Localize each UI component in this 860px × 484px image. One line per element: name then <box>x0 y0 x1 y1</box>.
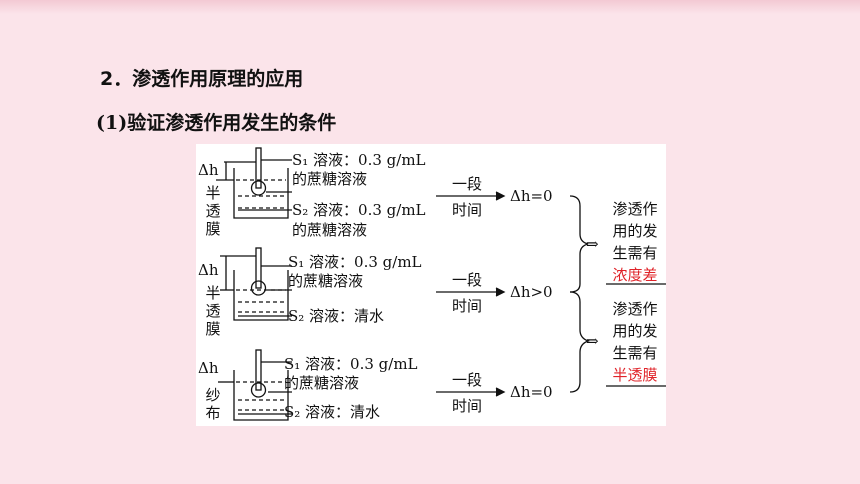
time-arrows <box>436 191 506 397</box>
beaker-1 <box>216 147 292 219</box>
result-1: Δh=0 <box>510 187 553 205</box>
row3-s1-line2: 的蔗糖溶液 <box>284 374 360 392</box>
conclusion-1-line: 用的发 <box>612 222 658 240</box>
arrow2-bottom-label: 时间 <box>452 297 483 315</box>
membrane-label-2-char: 膜 <box>205 320 221 338</box>
conclusion-1-highlight: 浓度差 <box>612 266 658 284</box>
implies-symbol-1: ⇒ <box>586 235 599 253</box>
membrane-label-2: 半 透 膜 <box>204 284 222 338</box>
implies-symbol-2: ⇒ <box>586 332 599 350</box>
row1-s2-line1: S₂ 溶液：0.3 g/mL <box>292 201 426 219</box>
membrane-label-3: 纱 布 <box>204 386 222 422</box>
row2-s2-line1: S₂ 溶液：清水 <box>288 307 385 325</box>
arrow1-top-label: 一段 <box>452 175 483 193</box>
brace-upper <box>569 195 589 293</box>
dh-label-1: Δh <box>198 161 219 179</box>
conclusion-2: 渗透作 用的发 生需有 半透膜 <box>600 298 670 386</box>
membrane-label-1-char: 半 <box>205 184 221 202</box>
membrane-label-1-char: 膜 <box>205 220 221 238</box>
brace-lower <box>569 291 590 393</box>
membrane-label-2-char: 透 <box>205 302 221 320</box>
beaker-2 <box>220 247 292 321</box>
dh-label-3: Δh <box>198 359 219 377</box>
osmosis-experiment-figure: Δh Δh Δh 半 透 膜 半 透 膜 纱 布 S₁ 溶液：0.3 g/mL … <box>196 144 666 426</box>
membrane-label-1: 半 透 膜 <box>204 184 222 238</box>
arrow3-top-label: 一段 <box>452 371 483 389</box>
membrane-label-1-char: 透 <box>205 202 221 220</box>
dh-label-2: Δh <box>198 261 219 279</box>
membrane-label-2-char: 半 <box>205 284 221 302</box>
section-heading: 2．渗透作用原理的应用 <box>100 68 304 90</box>
subsection-heading: (1)验证渗透作用发生的条件 <box>96 112 337 134</box>
beaker-3 <box>218 349 292 421</box>
conclusion-1-line: 渗透作 <box>612 200 658 218</box>
row1-s1-line1: S₁ 溶液：0.3 g/mL <box>292 151 426 169</box>
top-decoration-strip <box>0 0 860 14</box>
figure-drawing <box>216 147 666 421</box>
conclusion-1-line: 生需有 <box>612 244 658 262</box>
result-2: Δh>0 <box>510 283 553 301</box>
conclusion-1: 渗透作 用的发 生需有 浓度差 <box>600 198 670 286</box>
conclusion-2-line: 渗透作 <box>612 300 658 318</box>
arrow1-bottom-label: 时间 <box>452 201 483 219</box>
row1-s2-line2: 的蔗糖溶液 <box>292 221 368 239</box>
row3-s2-line1: S₂ 溶液：清水 <box>284 403 381 421</box>
row2-s1-line1: S₁ 溶液：0.3 g/mL <box>288 253 422 271</box>
membrane-label-3-char: 纱 <box>205 386 221 404</box>
result-3: Δh=0 <box>510 383 553 401</box>
arrow3-bottom-label: 时间 <box>452 397 483 415</box>
arrow2-top-label: 一段 <box>452 271 483 289</box>
conclusion-2-line: 生需有 <box>612 344 658 362</box>
row2-s1-line2: 的蔗糖溶液 <box>288 272 364 290</box>
membrane-label-3-char: 布 <box>205 404 221 422</box>
conclusion-2-highlight: 半透膜 <box>612 366 658 384</box>
row3-s1-line1: S₁ 溶液：0.3 g/mL <box>284 355 418 373</box>
conclusion-2-line: 用的发 <box>612 322 658 340</box>
row1-s1-line2: 的蔗糖溶液 <box>292 170 368 188</box>
